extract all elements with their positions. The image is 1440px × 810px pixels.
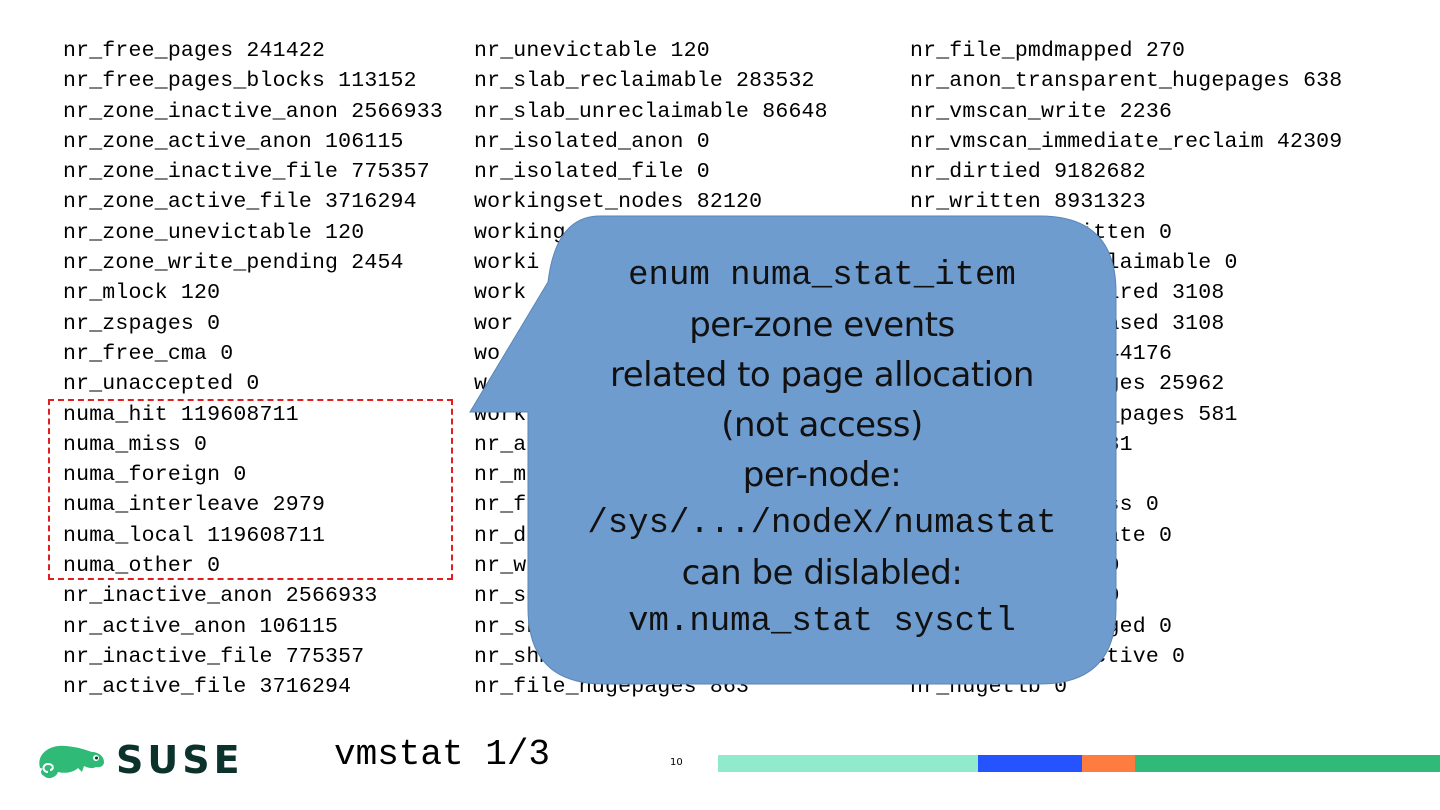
vmstat-line: numa_foreign 0	[63, 463, 247, 488]
vmstat-line: nr_inactive_anon 2566933	[63, 584, 378, 609]
vmstat-line: ctive 0	[910, 644, 1186, 669]
suse-wordmark: SUSE	[116, 738, 244, 782]
vmstat-line: nr_vmscan_write 2236	[910, 99, 1173, 124]
vmstat-line: 44176	[910, 341, 1173, 366]
vmstat-line: numa_other 0	[63, 554, 221, 579]
vmstat-line: nr_shm	[474, 644, 553, 669]
callout-text: enum numa_stat_item per-zone events rela…	[528, 252, 1116, 646]
callout-line-disable: can be dislabled:	[681, 553, 963, 593]
callout-line-related: related to page allocation	[610, 355, 1034, 395]
brand-bar-mint	[718, 755, 978, 772]
brand-bar-orange	[1082, 755, 1135, 772]
vmstat-line: nr_zone_inactive_anon 2566933	[63, 99, 443, 124]
vmstat-line: nr_inactive_file 775357	[63, 644, 365, 669]
vmstat-column-3: nr_file_pmdmapped 270 nr_anon_transparent…	[910, 36, 1342, 703]
vmstat-line: nr_zone_active_anon 106115	[63, 129, 404, 154]
vmstat-line: nr_vmscan_immediate_reclaim 42309	[910, 129, 1343, 154]
callout-line-path: /sys/.../nodeX/numastat	[587, 505, 1057, 543]
callout-line-per-node: per-node:	[742, 455, 902, 495]
vmstat-line: numa_miss 0	[63, 432, 208, 457]
vmstat-line: nr_isolated_file 0	[474, 160, 710, 185]
vmstat-column-1: nr_free_pages 241422 nr_free_pages_blocks…	[63, 36, 443, 703]
callout-line-sysctl: vm.numa_stat sysctl	[628, 603, 1016, 641]
vmstat-line: numa_interleave 2979	[63, 493, 326, 518]
vmstat-line: nr_anon_transparent_hugepages 638	[910, 69, 1343, 94]
vmstat-line: nr_unaccepted 0	[63, 372, 260, 397]
vmstat-line: nr_file_hugepages 863	[474, 675, 750, 700]
callout-line-not-access: (not access)	[721, 405, 923, 445]
brand-bar-green	[1135, 755, 1440, 772]
vmstat-line: nr_zone_unevictable 120	[63, 220, 365, 245]
vmstat-line: nr_free_pages_blocks 113152	[63, 69, 417, 94]
suse-chameleon-logo-icon	[39, 745, 104, 779]
vmstat-line: nr_mlock 120	[63, 281, 221, 306]
vmstat-line: working	[474, 220, 566, 245]
numa-stats-highlight-box	[48, 399, 453, 580]
vmstat-line: nr_unevictable 120	[474, 39, 710, 63]
vmstat-line: nr_file_pmdmapped 270	[910, 39, 1186, 63]
vmstat-line: written 0	[910, 220, 1173, 245]
vmstat-line: nr_isolated_anon 0	[474, 129, 710, 154]
callout-line-per-zone: per-zone events	[689, 305, 955, 345]
vmstat-line: nr_free_pages 241422	[63, 39, 326, 63]
vmstat-line: numa_local 119608711	[63, 523, 326, 548]
vmstat-line: numa_hit 119608711	[63, 402, 299, 427]
page-number: 10	[670, 757, 683, 768]
callout-line-enum: enum numa_stat_item	[628, 257, 1016, 295]
vmstat-line: nr_zone_write_pending 2454	[63, 251, 404, 276]
vmstat-line: nr_zone_active_file 3716294	[63, 190, 417, 215]
vmstat-line: nr_dirtied 9182682	[910, 160, 1146, 185]
vmstat-line: nr_zone_inactive_file 775357	[63, 160, 430, 185]
brand-bar-blue	[978, 755, 1082, 772]
vmstat-line: workingset_nodes 82120	[474, 190, 763, 215]
slide-title: vmstat 1/3	[334, 734, 551, 775]
vmstat-line: nr_written 8931323	[910, 190, 1146, 215]
vmstat-line: nr_free_cma 0	[63, 341, 234, 366]
vmstat-line: nr_active_file 3716294	[63, 675, 352, 700]
vmstat-line: nr_zspages 0	[63, 311, 221, 336]
vmstat-line: nr_hugetlb 0	[910, 675, 1068, 700]
vmstat-line: nr_active_anon 106115	[63, 614, 339, 639]
vmstat-line: nr_slab_reclaimable 283532	[474, 69, 815, 94]
vmstat-line: nr_slab_unreclaimable 86648	[474, 99, 828, 124]
